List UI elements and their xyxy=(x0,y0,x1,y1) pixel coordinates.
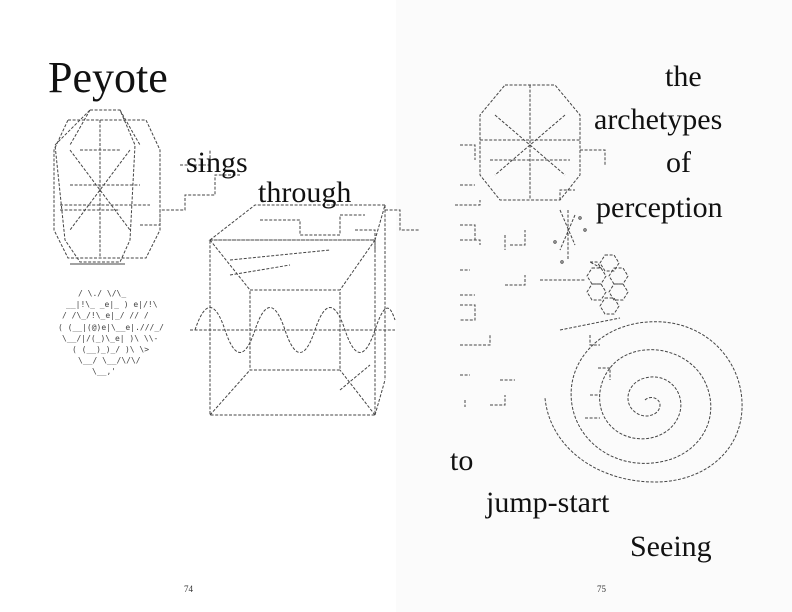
ascii-row: \__,' xyxy=(92,367,116,376)
ascii-row: ( (__|(@)e|\__e|.///_/ xyxy=(58,323,164,332)
ascii-row: __|!\_ _e|_ ) e|/!\ xyxy=(66,300,158,309)
poem-word-the: the xyxy=(665,60,702,93)
step-fragments-art xyxy=(460,224,526,407)
page-title: Peyote xyxy=(48,53,168,102)
poem-word-perception: perception xyxy=(596,191,723,224)
poem-word-through: through xyxy=(258,176,352,209)
archetype-lantern-art xyxy=(455,84,606,206)
poem-word-of: of xyxy=(666,146,691,179)
ascii-row: ( (__)_)_/ )\ \> xyxy=(72,345,149,354)
peyote-lantern-art xyxy=(53,109,161,265)
poem-word-to: to xyxy=(450,444,474,477)
page-number-right: 75 xyxy=(597,584,606,594)
spiral-art xyxy=(544,317,743,483)
ascii-row: \__/ \__/\/\/ xyxy=(78,356,141,365)
honeycomb-art xyxy=(586,254,629,315)
ascii-row: / \./ \/\_ xyxy=(78,289,126,298)
sine-wave-art xyxy=(190,307,396,353)
poem-word-seeing: Seeing xyxy=(630,530,712,563)
right-page xyxy=(396,0,792,612)
ascii-row: / /\_/!\_e|_/ // / xyxy=(62,311,149,320)
poem-word-sings: sings xyxy=(186,146,248,179)
star-burst-art xyxy=(540,209,587,281)
ascii-row: \__/|/(_)\_e| )\ \\- xyxy=(62,334,158,343)
flower-cluster-art: / \./ \/\_ __|!\_ _e|_ ) e|/!\ / /\_/!\_… xyxy=(58,289,164,376)
left-page xyxy=(0,0,396,612)
poem-word-archetypes: archetypes xyxy=(594,103,723,136)
poem-word-jump-start: jump-start xyxy=(486,486,610,519)
page-number-left: 74 xyxy=(184,584,193,594)
